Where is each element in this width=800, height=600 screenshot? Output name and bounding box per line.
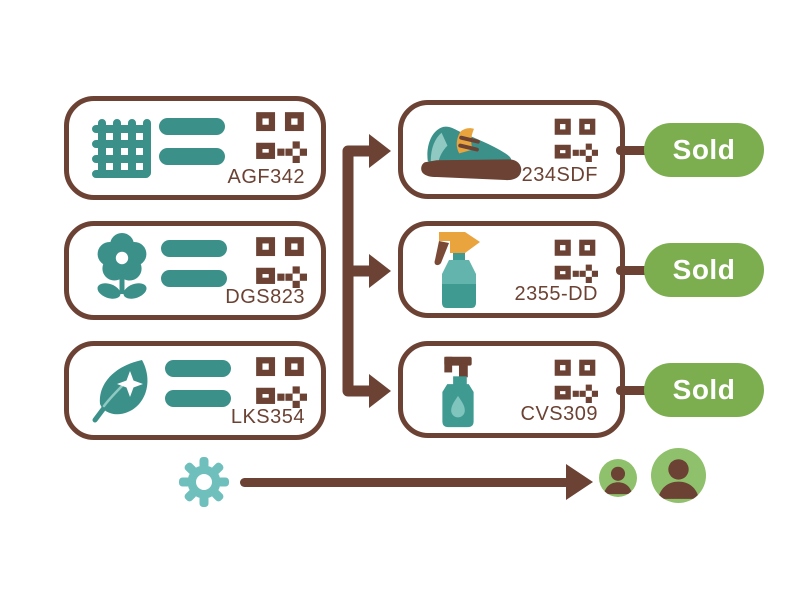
material-card: AGF342: [64, 96, 326, 200]
product-code: CVS309: [520, 403, 598, 425]
product-card: 2355-DD: [398, 221, 625, 318]
qr-code-icon: [554, 359, 598, 403]
material-code: DGS823: [225, 286, 305, 308]
product-card: CVS309: [398, 341, 625, 438]
shoe-icon: [421, 126, 522, 181]
product-card: 234SDF: [398, 100, 625, 199]
status-badge-sold: Sold: [644, 123, 764, 177]
gear-icon: [179, 457, 229, 507]
material-code: LKS354: [230, 406, 305, 428]
branch-arrows-icon: [342, 134, 391, 408]
spray-bottle-icon: [434, 231, 480, 308]
equals-bars-icon: [159, 117, 225, 165]
qr-code-icon: [256, 237, 307, 288]
material-card: DGS823: [64, 221, 326, 320]
soap-dispenser-icon: [442, 356, 474, 427]
material-card: LKS354: [64, 341, 326, 440]
equals-bars-icon: [161, 240, 227, 287]
status-badge-sold: Sold: [644, 363, 764, 417]
qr-code-icon: [256, 357, 307, 408]
qr-code-icon: [554, 118, 598, 162]
pill-connector-line: [616, 386, 652, 395]
person-icon-large: [651, 448, 706, 503]
pill-connector-line: [616, 146, 652, 155]
arrow-right-icon: [566, 464, 593, 500]
product-code: 2355-DD: [514, 283, 598, 305]
qr-code-icon: [554, 239, 598, 283]
material-code: AGF342: [227, 166, 305, 188]
status-badge-sold: Sold: [644, 243, 764, 297]
flower-icon: [97, 232, 147, 299]
pill-connector-line: [616, 266, 652, 275]
leaf-icon: [92, 359, 148, 422]
fabric-mesh-icon: [92, 119, 151, 178]
product-code: 234SDF: [521, 164, 598, 186]
flow-arrow-line: [240, 478, 570, 487]
person-icon-small: [599, 459, 637, 497]
equals-bars-icon: [165, 360, 231, 407]
qr-code-icon: [256, 112, 307, 163]
